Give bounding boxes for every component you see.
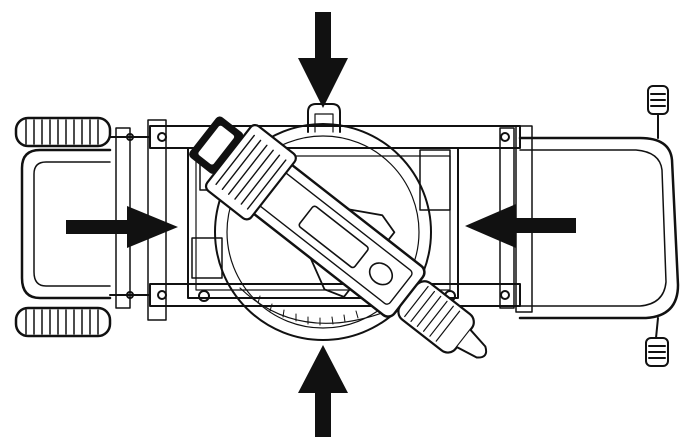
force-arrows [66, 12, 576, 437]
left-arrow [66, 206, 178, 248]
saw-base [187, 103, 459, 341]
right-arrow [465, 204, 576, 248]
bottom-arrow [298, 345, 348, 437]
right-feet [645, 85, 669, 367]
saw-arm [189, 116, 488, 359]
top-arrow [298, 12, 348, 108]
left-wheels [14, 116, 112, 338]
